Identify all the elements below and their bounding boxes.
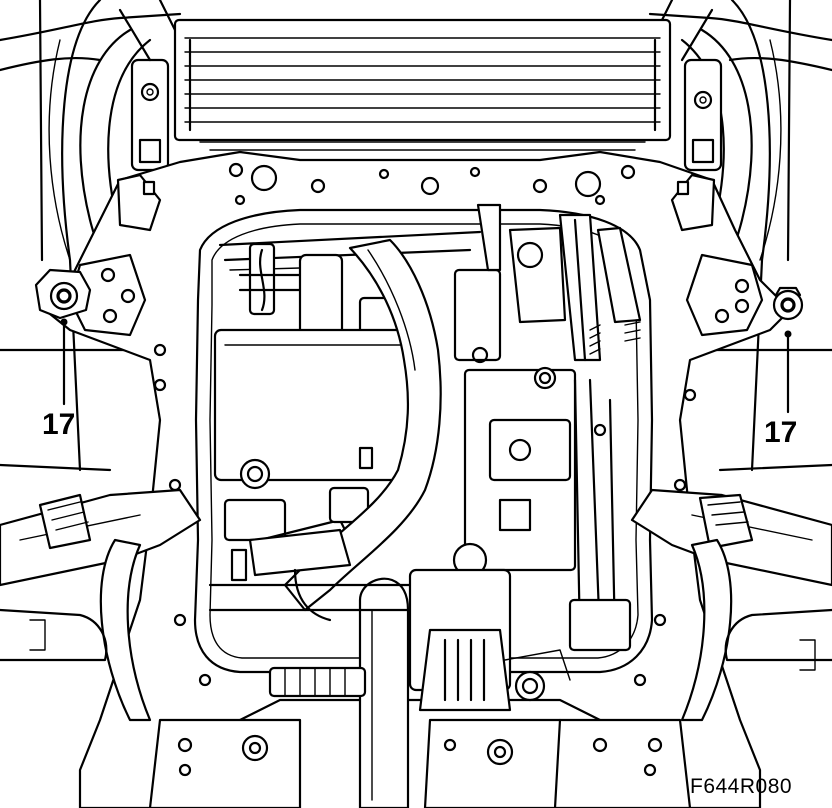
bottom-brackets [148, 718, 692, 808]
callout-label-left: 17 [42, 408, 76, 441]
engine-components [208, 203, 642, 808]
callout-label-right: 17 [764, 416, 798, 449]
figure-code: F644R080 [690, 775, 793, 798]
right-wheel-arch [650, 0, 771, 472]
left-bolt-17 [34, 268, 92, 406]
radiator [173, 18, 672, 151]
lower-control-arms [0, 488, 832, 722]
right-bolt-17 [772, 286, 804, 414]
